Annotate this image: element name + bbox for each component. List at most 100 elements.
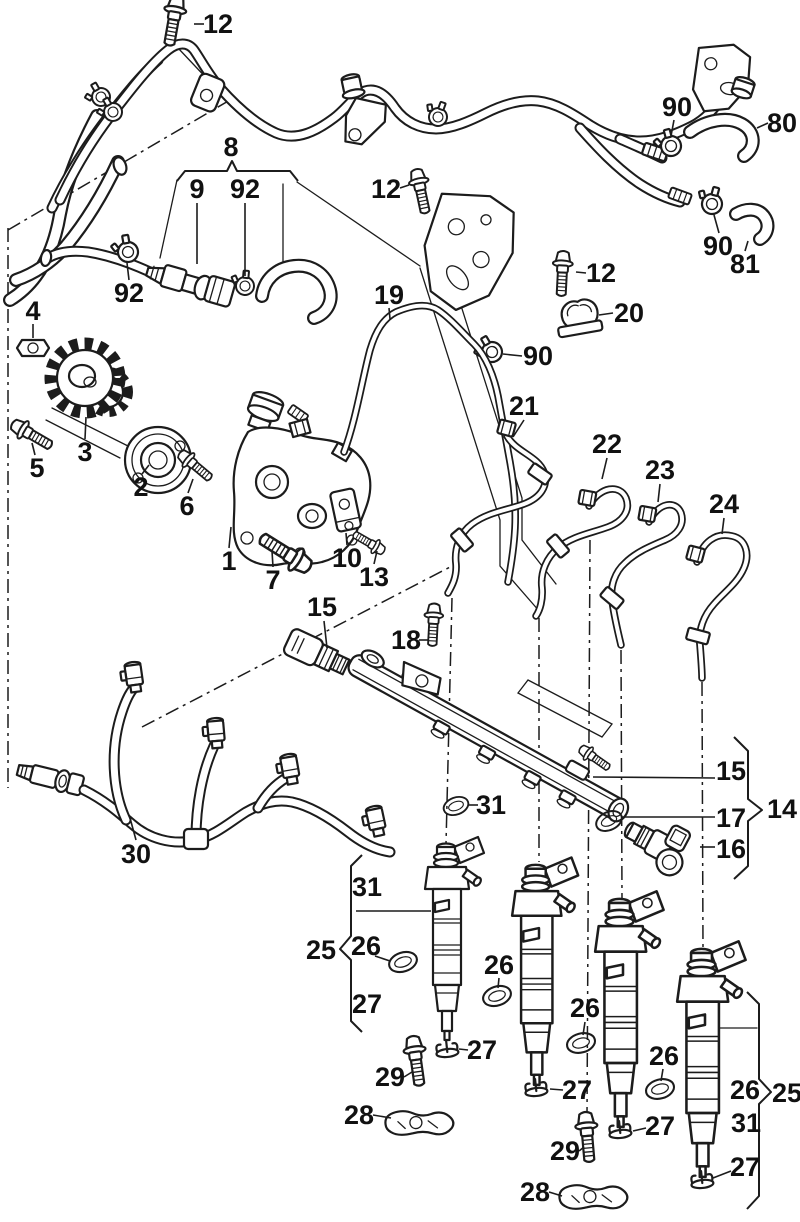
rail-lugs bbox=[430, 719, 577, 809]
callout-12-top: 12 bbox=[203, 9, 233, 39]
leader-30 bbox=[129, 817, 137, 841]
harness-bracket bbox=[344, 96, 387, 146]
gear-group bbox=[6, 337, 133, 459]
callout-90-lower: 90 bbox=[703, 231, 733, 261]
clamp-90-lower bbox=[692, 182, 728, 218]
brace-14 bbox=[733, 736, 763, 880]
leader-5 bbox=[31, 442, 36, 456]
nut-4 bbox=[15, 338, 51, 358]
pipe-24 bbox=[697, 535, 747, 678]
valve-unit-9 bbox=[145, 264, 236, 308]
high-pressure-pump bbox=[232, 391, 372, 567]
hose-bracket bbox=[189, 72, 226, 113]
leader-22 bbox=[601, 457, 608, 480]
callout-80: 80 bbox=[767, 108, 797, 138]
injector-1 bbox=[423, 835, 486, 1042]
pressure-sensor-15 bbox=[282, 628, 351, 676]
callout-27-clip4: 27 bbox=[730, 1152, 760, 1182]
leader-90-pipe bbox=[502, 353, 523, 357]
injector-3 bbox=[593, 890, 665, 1129]
leader-19 bbox=[388, 307, 391, 320]
leader-29-a bbox=[403, 1071, 413, 1078]
injector-4 bbox=[675, 940, 747, 1179]
callout-16: 16 bbox=[716, 834, 746, 864]
bracket-10 bbox=[329, 487, 362, 533]
callout-25-right: 25 bbox=[772, 1078, 800, 1108]
hose-end-ring bbox=[39, 248, 53, 268]
brace-25-left bbox=[339, 854, 363, 1033]
callout-3: 3 bbox=[77, 437, 92, 467]
leader-26-inj3 bbox=[582, 1021, 586, 1036]
callout-braces bbox=[176, 160, 772, 1210]
callout-1: 1 bbox=[221, 546, 236, 576]
return-line-30 bbox=[15, 659, 390, 852]
callout-14: 14 bbox=[767, 794, 797, 824]
callout-30: 30 bbox=[121, 839, 151, 869]
callout-26-inj1: 26 bbox=[351, 931, 381, 961]
callout-23: 23 bbox=[645, 455, 675, 485]
drive-flange-2 bbox=[123, 425, 193, 495]
callout-28-b: 28 bbox=[520, 1177, 550, 1207]
callout-4: 4 bbox=[25, 296, 40, 326]
leader-10 bbox=[345, 532, 348, 546]
harness-connector bbox=[730, 75, 756, 100]
fuel-hose-harness bbox=[10, 40, 767, 318]
sensor-16 bbox=[623, 821, 691, 877]
leader-12-mid bbox=[399, 184, 410, 189]
leader-3 bbox=[84, 416, 87, 440]
leader-90-lower bbox=[713, 214, 720, 234]
callout-19: 19 bbox=[374, 280, 404, 310]
oring-26-inj1 bbox=[385, 947, 421, 977]
callout-90-upper: 90 bbox=[662, 92, 692, 122]
callout-9: 9 bbox=[189, 174, 204, 204]
leader-24 bbox=[721, 517, 725, 535]
callout-17: 17 bbox=[716, 803, 746, 833]
callout-26-right-group: 26 bbox=[730, 1075, 760, 1105]
leader-90-upper bbox=[670, 119, 675, 137]
callout-92-left: 92 bbox=[114, 278, 144, 308]
leader-21 bbox=[512, 419, 525, 438]
leader-26-inj1 bbox=[374, 955, 391, 962]
leader-13 bbox=[373, 550, 378, 565]
leader-7 bbox=[271, 550, 274, 568]
return-connector-2 bbox=[200, 716, 227, 751]
callout-22: 22 bbox=[592, 429, 622, 459]
clip-27-inj4 bbox=[689, 1168, 715, 1191]
callout-31-rail: 31 bbox=[476, 790, 506, 820]
mounting-bracket-plate bbox=[423, 192, 515, 312]
callout-27-clip3: 27 bbox=[645, 1111, 675, 1141]
leader-1 bbox=[228, 526, 232, 549]
callout-20: 20 bbox=[614, 298, 644, 328]
leader-27-clip3 bbox=[632, 1127, 647, 1132]
leader-6 bbox=[187, 478, 194, 494]
leader-28-a bbox=[372, 1114, 392, 1119]
callout-13: 13 bbox=[359, 562, 389, 592]
callout-26-inj4: 26 bbox=[649, 1041, 679, 1071]
bolt-12-right bbox=[550, 249, 575, 298]
leader-27-clip2 bbox=[549, 1088, 564, 1091]
callout-5: 5 bbox=[29, 453, 44, 483]
injector-2 bbox=[510, 856, 580, 1087]
callout-92-center: 92 bbox=[230, 174, 260, 204]
hose-end-ring bbox=[112, 156, 128, 176]
callout-29-b: 29 bbox=[550, 1136, 580, 1166]
bolt-29-a bbox=[400, 1033, 432, 1089]
clamp-rocker-28-b bbox=[557, 1179, 630, 1216]
bracket-18 bbox=[401, 660, 442, 696]
return-connector-4 bbox=[359, 803, 389, 840]
callout-25-left: 25 bbox=[306, 935, 336, 965]
pipe-bracket-20 bbox=[557, 298, 604, 339]
tee-connector bbox=[340, 73, 366, 100]
leader-12-right bbox=[575, 271, 587, 274]
callout-15-banjo: 15 bbox=[716, 756, 746, 786]
brace-25-right bbox=[746, 991, 772, 1210]
leader-27-clip4 bbox=[712, 1170, 732, 1179]
callout-27-clip2: 27 bbox=[562, 1075, 592, 1105]
callout-8: 8 bbox=[223, 132, 238, 162]
construction-lines bbox=[159, 47, 758, 1029]
oring-26-inj2 bbox=[479, 981, 515, 1011]
leader-23 bbox=[657, 483, 661, 503]
leader-15-banjo bbox=[592, 776, 716, 779]
